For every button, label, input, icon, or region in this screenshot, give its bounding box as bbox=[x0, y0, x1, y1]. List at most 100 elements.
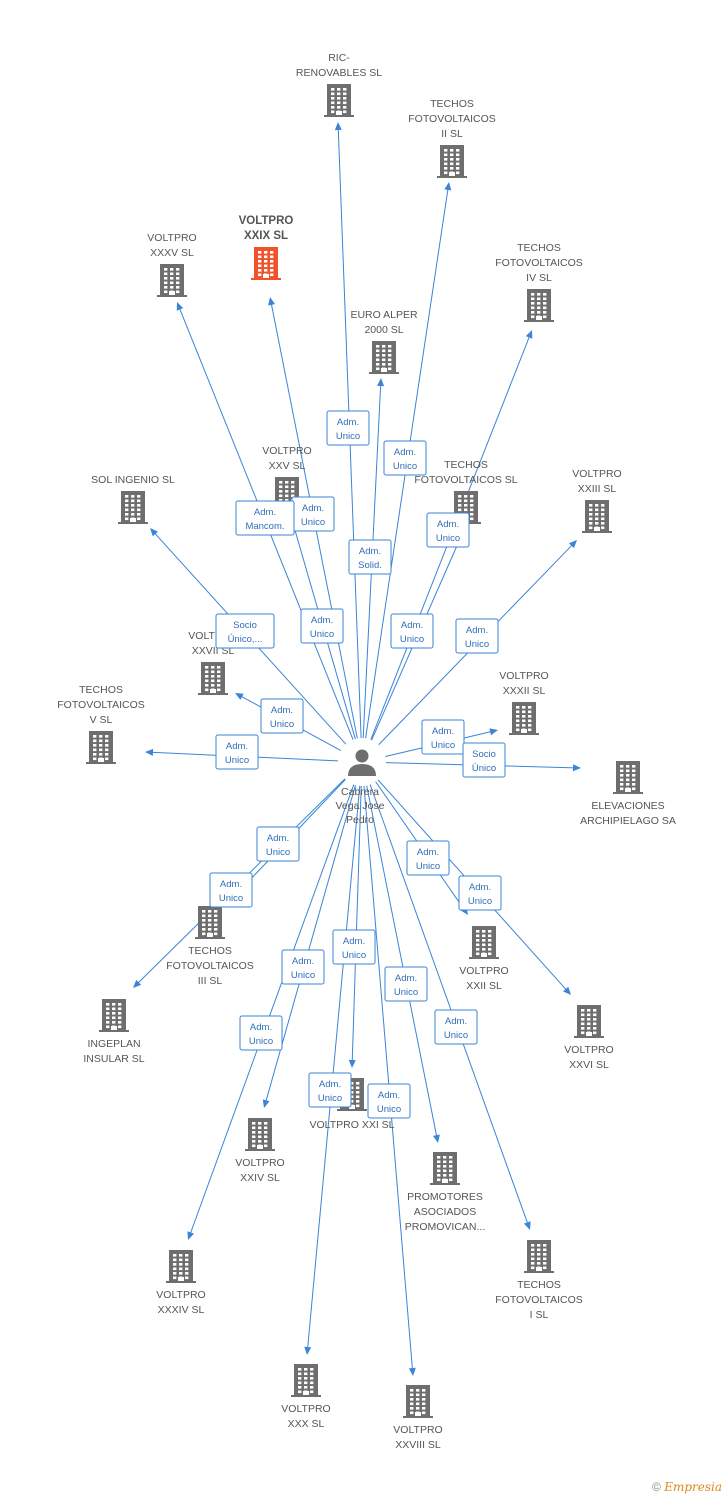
edge-prom bbox=[366, 785, 438, 1138]
role-badge-text: Unico bbox=[336, 431, 360, 442]
role-badge-text: Único bbox=[472, 763, 496, 774]
brand-logo[interactable]: Empresia bbox=[664, 1480, 722, 1494]
arrowhead-v29 bbox=[268, 297, 275, 306]
edge-v21 bbox=[351, 785, 362, 1063]
role-badge-v21[interactable]: Adm.Unico bbox=[332, 929, 376, 965]
role-badge-v25[interactable]: Adm.Unico bbox=[300, 608, 344, 644]
role-badge-v22[interactable]: Adm.Unico bbox=[406, 840, 450, 876]
company-label: ARCHIPIELAGO SA bbox=[580, 815, 676, 827]
arrowhead-v32 bbox=[489, 728, 498, 736]
company-label: INGEPLAN bbox=[87, 1038, 140, 1050]
role-badge-text: Unico bbox=[318, 1093, 342, 1104]
role-badge-tf3[interactable]: Adm.Unico bbox=[209, 872, 253, 908]
building-icon bbox=[430, 1152, 460, 1185]
role-badge-text: Adm. bbox=[395, 973, 417, 984]
role-badge-ric[interactable]: Adm.Unico bbox=[326, 410, 370, 446]
company-label: VOLTPRO bbox=[499, 670, 548, 682]
company-label: FOTOVOLTAICOS bbox=[57, 699, 145, 711]
building-icon bbox=[195, 906, 225, 939]
arrowhead-tf2 bbox=[444, 182, 452, 191]
company-label: XXIII SL bbox=[578, 483, 617, 495]
edge-tf1 bbox=[369, 784, 529, 1225]
role-badge-text: Adm. bbox=[378, 1090, 400, 1101]
building-icon bbox=[574, 1005, 604, 1038]
company-node-v23[interactable]: VOLTPRO XXIII SL bbox=[572, 468, 622, 533]
role-badge-text: Adm. bbox=[401, 620, 423, 631]
company-node-prom[interactable]: PROMOTORESASOCIADOSPROMOVICAN... bbox=[405, 1152, 486, 1233]
company-label: TECHOS bbox=[188, 945, 232, 957]
building-icon bbox=[157, 264, 187, 297]
building-icon bbox=[99, 999, 129, 1032]
company-label: VOLTPRO bbox=[147, 232, 196, 244]
role-badge-v24[interactable]: Adm. Unico bbox=[281, 949, 325, 985]
role-badge-v29[interactable]: Adm.Unico bbox=[291, 496, 335, 532]
role-badge-tfsl[interactable]: Adm. Unico bbox=[390, 613, 434, 649]
role-badge-text: Adm. bbox=[359, 546, 381, 557]
role-badge-text: Adm. bbox=[292, 956, 314, 967]
role-badge-text: Adm. bbox=[311, 615, 333, 626]
role-badge-v26[interactable]: Adm.Unico bbox=[458, 875, 502, 911]
role-badge-prom[interactable]: Adm.Unico bbox=[384, 966, 428, 1002]
company-node-sol[interactable]: SOL INGENIO SL bbox=[91, 474, 175, 524]
building-icon bbox=[524, 289, 554, 322]
building-icon bbox=[524, 1240, 554, 1273]
arrowhead-v23 bbox=[568, 540, 577, 549]
edge-v30 bbox=[307, 785, 361, 1350]
company-label: VOLTPRO bbox=[572, 468, 621, 480]
company-label: II SL bbox=[441, 128, 463, 140]
company-label: FOTOVOLTAICOS bbox=[495, 257, 583, 269]
role-badge-text: Unico bbox=[465, 639, 489, 650]
role-badge-text: Unico bbox=[291, 970, 315, 981]
role-badge-text: Unico bbox=[400, 634, 424, 645]
role-badge-tf4[interactable]: Adm.Unico bbox=[426, 512, 470, 548]
role-badge-text: Unico bbox=[377, 1104, 401, 1115]
company-label: TECHOS bbox=[444, 459, 488, 471]
arrowhead-tf5 bbox=[145, 748, 154, 756]
role-badge-v35[interactable]: Adm.Mancom. bbox=[235, 500, 295, 536]
arrowhead-v30 bbox=[304, 1346, 312, 1355]
role-badge-euro[interactable]: Adm.Solid. bbox=[348, 539, 392, 575]
building-icon bbox=[118, 491, 148, 524]
role-badge-v30[interactable]: Adm.Unico bbox=[308, 1072, 352, 1108]
role-badge-v28[interactable]: Adm. Unico bbox=[367, 1083, 411, 1119]
role-badge-text: Adm. bbox=[432, 726, 454, 737]
company-node-ric[interactable]: RIC-RENOVABLES SL bbox=[296, 52, 382, 117]
role-badge-tf2[interactable]: Adm.Unico bbox=[383, 440, 427, 476]
role-badge-tf1[interactable]: Adm.Unico bbox=[434, 1009, 478, 1045]
role-badge-v27[interactable]: Adm.Unico bbox=[260, 698, 304, 734]
role-badge-v23[interactable]: Adm.Unico bbox=[455, 618, 499, 654]
role-badge-text: Socio bbox=[472, 749, 496, 760]
edge-v28 bbox=[363, 785, 414, 1371]
building-icon bbox=[86, 731, 116, 764]
role-badge-inge[interactable]: Adm.Unico bbox=[256, 826, 300, 862]
company-label: XXIX SL bbox=[244, 230, 288, 242]
arrowhead-v35 bbox=[176, 302, 184, 311]
role-badge-v34[interactable]: Adm.Unico bbox=[239, 1015, 283, 1051]
company-label: IV SL bbox=[526, 272, 552, 284]
role-badge-sol[interactable]: SocioÚnico,... bbox=[215, 613, 275, 649]
person-label: Cabrera bbox=[341, 786, 379, 798]
role-badge-v32[interactable]: Adm.Unico bbox=[421, 719, 465, 755]
role-badge-text: Adm. bbox=[469, 882, 491, 893]
role-badge-tf5[interactable]: Adm.Unico bbox=[215, 734, 259, 770]
